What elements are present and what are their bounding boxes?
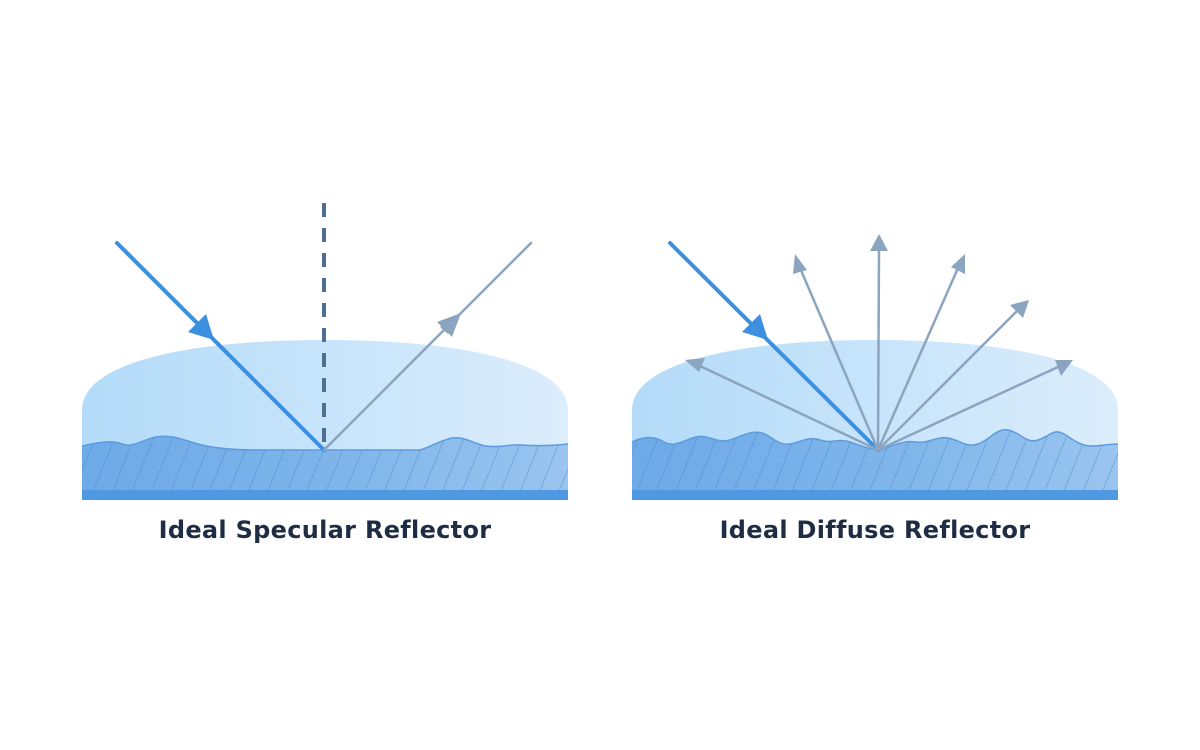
specular-panel — [81, 203, 569, 500]
diffuse-scattered-rays — [685, 234, 1073, 452]
scattered-ray-6 — [876, 360, 1073, 452]
diffuse-surface — [631, 429, 1119, 500]
specular-medium-dome — [82, 340, 568, 452]
specular-incident-ray — [115, 241, 326, 452]
scattered-ray-1 — [685, 358, 880, 452]
scattered-ray-2 — [793, 254, 880, 452]
scattered-ray-5 — [876, 300, 1029, 452]
diffuse-medium-dome — [632, 340, 1118, 452]
specular-surface — [81, 435, 569, 500]
diffuse-incident-ray — [668, 241, 880, 452]
diffuse-panel — [631, 234, 1119, 500]
diffuse-caption: Ideal Diffuse Reflector — [719, 516, 1031, 544]
scattered-ray-4 — [876, 254, 965, 452]
specular-reflected-ray — [322, 241, 533, 452]
specular-caption: Ideal Specular Reflector — [158, 516, 492, 544]
scattered-ray-3 — [870, 234, 888, 452]
